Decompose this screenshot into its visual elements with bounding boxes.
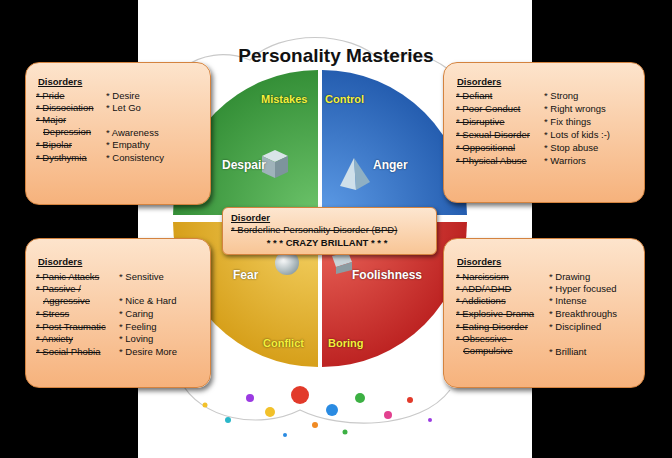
mastery-trait: * Let Go <box>106 102 141 114</box>
struck-disorder: * Pride <box>36 90 115 102</box>
struck-disorder: * Passive / Aggressive <box>36 283 125 307</box>
struck-disorder: * Obsessive - Compulsive <box>456 333 553 357</box>
mastery-trait: * Feeling <box>119 321 157 333</box>
box-heading: Disorder <box>231 212 270 224</box>
mastery-trait: * Consistency <box>106 152 164 164</box>
box-heading: Disorders <box>38 76 82 88</box>
mastery-trait: * Loving <box>119 333 153 345</box>
mastery-trait: * Desire More <box>119 346 177 358</box>
mastery-trait: * Strong <box>544 90 578 102</box>
mastery-trait: * Intense <box>549 295 587 307</box>
mastery-trait: * Sensitive <box>119 271 164 283</box>
quadrant-label: Anger <box>373 158 408 172</box>
struck-disorder: * Bipolar <box>36 139 115 151</box>
disorder-box: Disorders * Panic Attacks* Passive / Aggr… <box>25 238 211 388</box>
mastery-trait: * Disciplined <box>549 321 601 333</box>
mastery-trait: * Awareness <box>106 127 159 139</box>
struck-disorder: * Eating Disorder <box>456 321 553 333</box>
struck-disorder: * Explosive Drama <box>456 308 553 320</box>
highlight-text: * * * CRAZY BRILLANT * * * <box>223 237 431 249</box>
mastery-trait: * Empathy <box>106 139 150 151</box>
mastery-trait: * Right wrongs <box>544 103 606 115</box>
mastery-trait: * Nice & Hard <box>119 295 177 307</box>
axis-label: Boring <box>328 337 363 350</box>
mastery-trait: * Hyper focused <box>549 283 617 295</box>
mastery-trait: * Lots of kids :-) <box>544 129 610 141</box>
mastery-trait: * Caring <box>119 308 153 320</box>
disorder-box: Disorders * Pride* Dissociation* Major De… <box>25 62 211 205</box>
struck-disorder: * Defiant <box>456 90 555 102</box>
mastery-trait: * Warriors <box>544 155 586 167</box>
mastery-trait: * Breakthroughs <box>549 308 617 320</box>
struck-disorder: * Addictions <box>456 295 553 307</box>
struck-disorder: * Post Traumatic <box>36 321 125 333</box>
mastery-trait: * Fix things <box>544 116 591 128</box>
struck-disorder: * Social Phobia <box>36 346 125 358</box>
center-box: Disorder* Borderline Personality Disorde… <box>222 207 437 255</box>
box-heading: Disorders <box>457 76 501 88</box>
struck-disorder: * Panic Attacks <box>36 271 125 283</box>
struck-disorder: * ADD/ADHD <box>456 283 553 295</box>
quadrant-label: Fear <box>233 268 258 282</box>
struck-disorder: * Oppositional <box>456 142 555 154</box>
struck-disorder: * Poor Conduct <box>456 103 555 115</box>
mastery-trait: * Brilliant <box>549 346 587 358</box>
box-heading: Disorders <box>38 256 82 268</box>
mastery-trait: * Stop abuse <box>544 142 598 154</box>
struck-disorder: * Sexual Disorder <box>456 129 555 141</box>
struck-disorder: * Physical Abuse <box>456 155 555 167</box>
axis-label: Conflict <box>263 337 304 350</box>
struck-disorder: * Stress <box>36 308 125 320</box>
quadrant-label: Despair <box>222 158 266 172</box>
disorder-box: Disorders * Defiant* Poor Conduct* Disrup… <box>443 62 645 203</box>
mastery-trait: * Drawing <box>549 271 590 283</box>
struck-disorder: * Borderline Personality Disorder (BPD) <box>231 224 397 236</box>
struck-disorder: * Disruptive <box>456 116 555 128</box>
struck-disorder: * Major Depression <box>36 114 115 138</box>
mastery-trait: * Desire <box>106 90 140 102</box>
struck-disorder: * Narcissism <box>456 271 553 283</box>
box-heading: Disorders <box>457 256 501 268</box>
struck-disorder: * Dissociation <box>36 102 115 114</box>
struck-disorder: * Anxiety <box>36 333 125 345</box>
struck-disorder: * Dysthymia <box>36 152 115 164</box>
axis-label: Mistakes <box>261 93 307 106</box>
disorder-box: Disorders * Narcissism* ADD/ADHD* Addicti… <box>443 238 645 388</box>
axis-label: Control <box>325 93 364 106</box>
quadrant-label: Foolishness <box>352 268 422 282</box>
